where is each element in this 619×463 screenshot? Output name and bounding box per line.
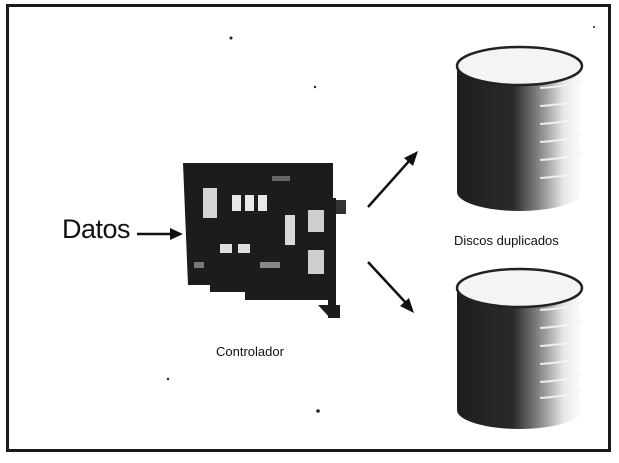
disk-stack-upper-icon bbox=[457, 47, 582, 211]
mirrored-disks-label: Discos duplicados bbox=[454, 233, 559, 248]
output-arrow-upper-icon bbox=[368, 151, 418, 207]
input-data-label: Datos bbox=[62, 214, 130, 245]
input-arrow-icon bbox=[137, 228, 183, 240]
disk-stack-lower-icon bbox=[457, 269, 582, 429]
controller-card-icon bbox=[183, 163, 346, 318]
controller-label: Controlador bbox=[216, 344, 284, 359]
output-arrow-lower-icon bbox=[368, 262, 414, 313]
